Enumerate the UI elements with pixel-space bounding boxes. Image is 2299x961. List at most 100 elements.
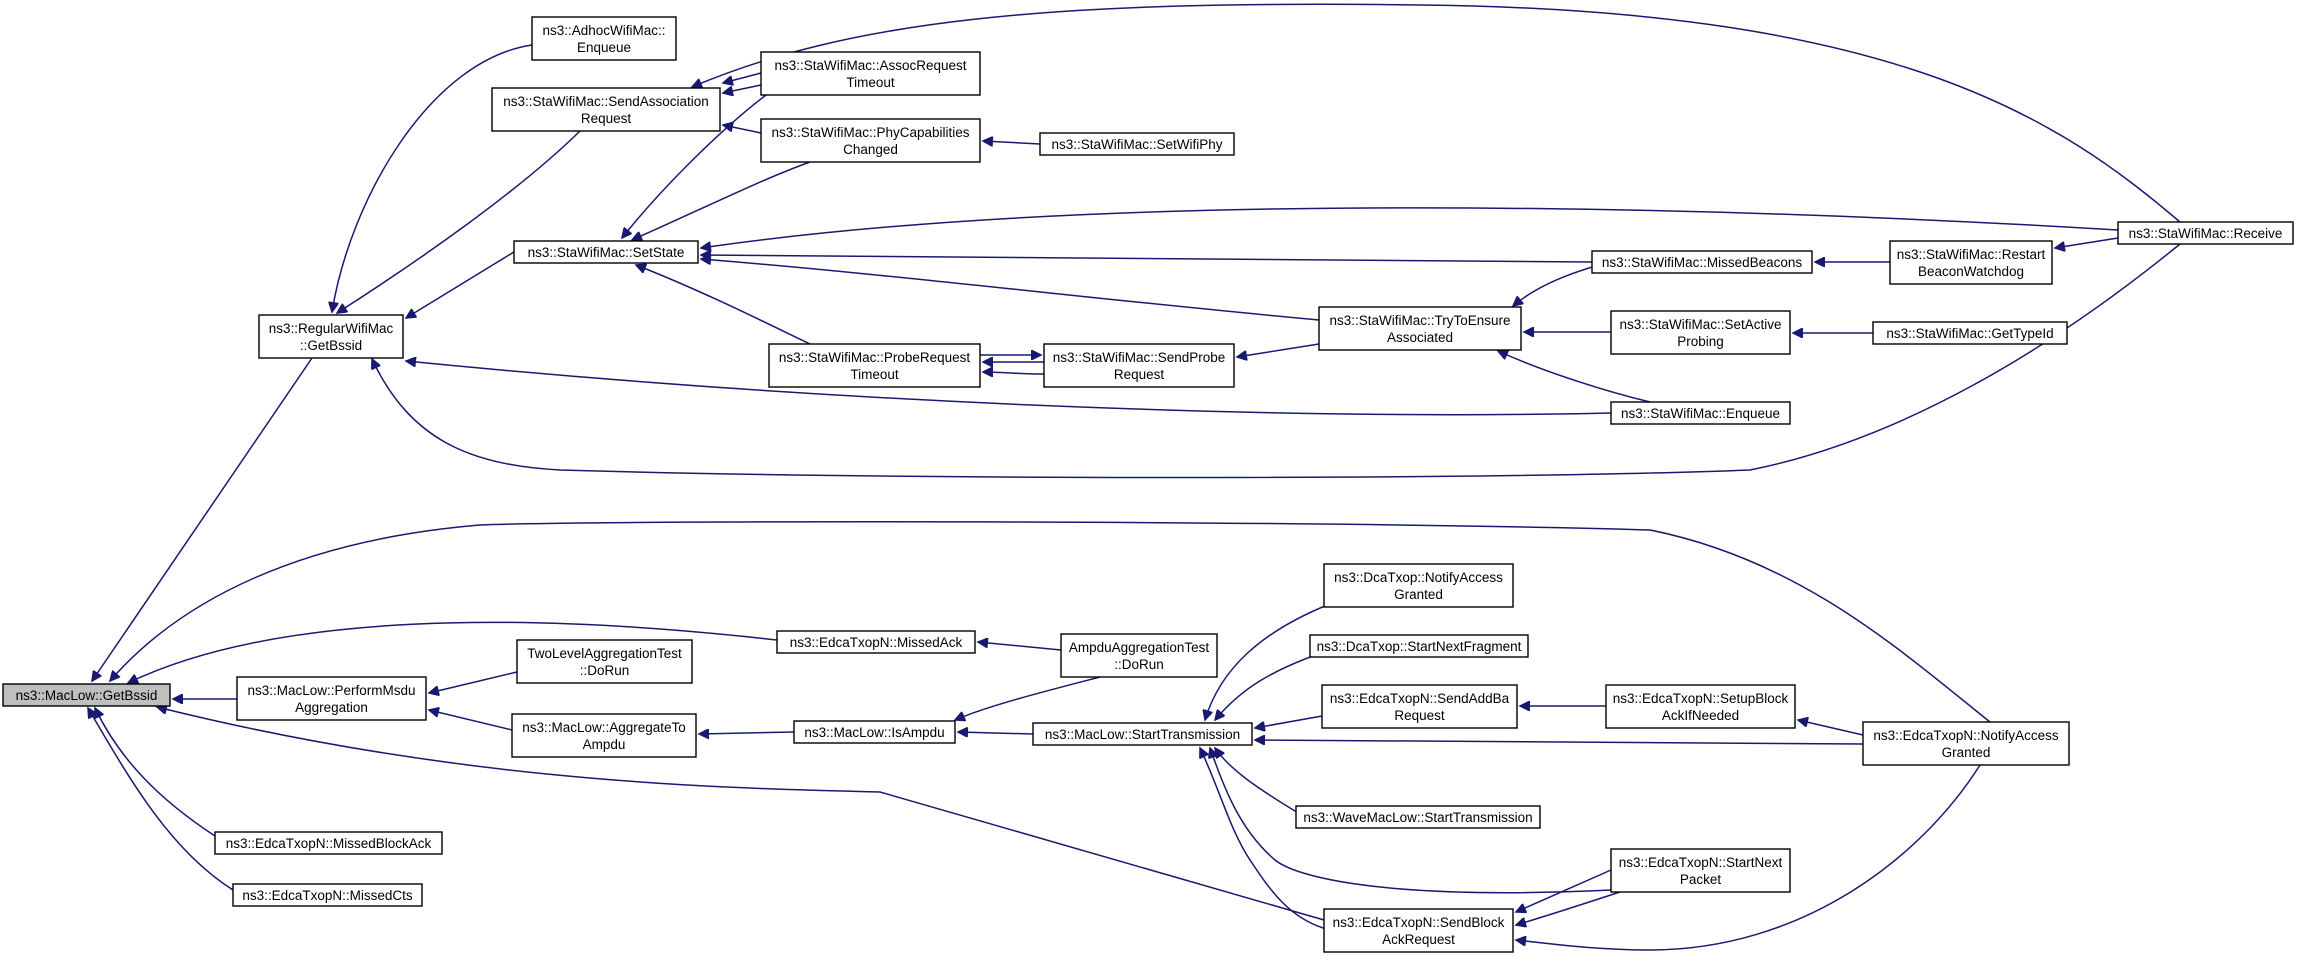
edge-assoctimeout-to-setstate <box>622 94 767 238</box>
edge-path <box>157 707 1325 921</box>
node-label: Timeout <box>850 367 899 382</box>
node-label: ns3::EdcaTxopN::MissedAck <box>790 635 963 650</box>
node-box <box>776 630 976 654</box>
node-wave-starttx[interactable]: ns3::WaveMacLow::StartTransmission <box>1295 805 1541 829</box>
edge-receive-to-regular_getbssid <box>372 243 2181 479</box>
node-label: ns3::StaWifiMac::SetState <box>528 245 685 260</box>
edge-path <box>1516 891 1621 925</box>
edge-path <box>1516 764 1981 951</box>
node-box <box>1039 132 1235 156</box>
node-label: ns3::AdhocWifiMac:: <box>542 23 665 38</box>
node-label: TwoLevelAggregationTest <box>527 646 682 661</box>
edge-sendassoc-to-regular_getbssid <box>337 130 581 313</box>
edge-sendaddba-to-starttx <box>1255 715 1323 728</box>
edge-setstate-to-regular_getbssid <box>406 251 515 318</box>
node-box <box>1032 722 1253 746</box>
node-box <box>1318 306 1522 351</box>
node-regular-getbssid[interactable]: ns3::RegularWifiMac::GetBssid <box>258 314 404 359</box>
node-label: ::DoRun <box>580 663 630 678</box>
node-setstate[interactable]: ns3::StaWifiMac::SetState <box>513 240 699 264</box>
node-label: ns3::EdcaTxopN::SetupBlock <box>1613 691 1789 706</box>
node-label: BeaconWatchdog <box>1918 264 2024 279</box>
node-dca-startnext[interactable]: ns3::DcaTxop::StartNextFragment <box>1309 634 1529 658</box>
edge-path <box>1215 649 1331 720</box>
edge-receive-to-setstate <box>701 207 2119 248</box>
edge-path <box>406 361 1612 416</box>
node-label: ns3::MacLow::PerformMsdu <box>247 683 415 698</box>
node-box <box>1323 563 1514 608</box>
node-receive[interactable]: ns3::StaWifiMac::Receive <box>2117 221 2294 245</box>
edge-path <box>429 710 513 731</box>
node-isampdu[interactable]: ns3::MacLow::IsAmpdu <box>793 720 956 744</box>
edge-path <box>701 259 1320 321</box>
node-ampdu-dorun[interactable]: AmpduAggregationTest::DoRun <box>1060 633 1218 678</box>
edge-path <box>1237 343 1320 357</box>
node-label: Aggregation <box>295 700 368 715</box>
node-missedbeacons[interactable]: ns3::StaWifiMac::MissedBeacons <box>1591 250 1813 274</box>
edge-dca_startnext-to-starttx <box>1215 649 1331 720</box>
node-edca-missedack[interactable]: ns3::EdcaTxopN::MissedAck <box>776 630 976 654</box>
edge-path <box>983 372 1045 374</box>
edge-path <box>1200 748 1331 931</box>
edge-path <box>983 141 1041 144</box>
node-adhoc-enqueue[interactable]: ns3::AdhocWifiMac::Enqueue <box>531 16 677 61</box>
node-sta-enqueue[interactable]: ns3::StaWifiMac::Enqueue <box>1610 401 1791 425</box>
edge-path <box>636 265 811 345</box>
node-label: ns3::EdcaTxopN::SendBlock <box>1333 915 1505 930</box>
node-box <box>232 883 423 907</box>
node-box <box>511 713 697 758</box>
node-focus[interactable]: ns3::MacLow::GetBssid <box>2 683 171 707</box>
node-label: Timeout <box>846 75 895 90</box>
node-gettypeid[interactable]: ns3::StaWifiMac::GetTypeId <box>1872 321 2068 345</box>
edge-isampdu-to-aggregate <box>699 732 795 734</box>
edge-ampdu_dorun-to-edca_missedack <box>978 642 1062 651</box>
node-label: ns3::StaWifiMac::GetTypeId <box>1886 326 2053 341</box>
edge-path <box>1498 351 1651 403</box>
node-box <box>1060 633 1218 678</box>
node-twolevel-dorun[interactable]: TwoLevelAggregationTest::DoRun <box>516 639 693 684</box>
edge-path <box>622 94 767 238</box>
node-missedcts[interactable]: ns3::EdcaTxopN::MissedCts <box>232 883 423 907</box>
edge-path <box>1255 740 1864 744</box>
node-box <box>768 343 981 388</box>
node-label: ns3::MacLow::StartTransmission <box>1045 727 1240 742</box>
node-label: ns3::EdcaTxopN::NotifyAccess <box>1873 728 2059 743</box>
node-label: ns3::StaWifiMac::TryToEnsure <box>1329 313 1510 328</box>
node-label: ns3::MacLow::IsAmpdu <box>804 725 944 740</box>
node-box <box>760 118 981 163</box>
node-label: AckRequest <box>1382 932 1455 947</box>
node-setwifiphy[interactable]: ns3::StaWifiMac::SetWifiPhy <box>1039 132 1235 156</box>
node-label: ns3::DcaTxop::StartNextFragment <box>1317 639 1522 654</box>
node-starttx[interactable]: ns3::MacLow::StartTransmission <box>1032 722 1253 746</box>
nodes: ns3::MacLow::GetBssid ns3::AdhocWifiMac::… <box>2 16 2294 953</box>
edge-path <box>95 708 216 837</box>
edge-edca_notify-to-focus <box>110 520 1991 723</box>
node-missedblockack[interactable]: ns3::EdcaTxopN::MissedBlockAck <box>214 831 443 855</box>
node-box <box>1610 401 1791 425</box>
node-label: ns3::StaWifiMac::SendProbe <box>1053 350 1226 365</box>
edge-path <box>110 520 1991 723</box>
node-label: Request <box>1114 367 1165 382</box>
edge-dca_notify-to-starttx <box>1205 599 1341 720</box>
edge-startnextpacket-to-sendblockack <box>1516 869 1612 912</box>
node-label: ns3::EdcaTxopN::MissedBlockAck <box>226 836 432 851</box>
node-label: ns3::StaWifiMac::SetActive <box>1619 317 1781 332</box>
node-box <box>516 639 693 684</box>
edge-path <box>1205 599 1341 720</box>
